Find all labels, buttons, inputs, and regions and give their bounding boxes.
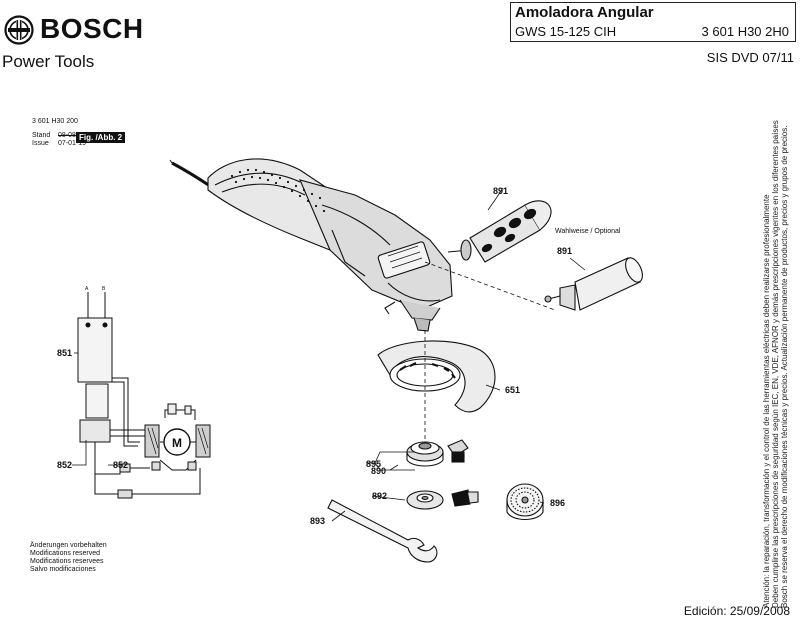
side-note-line-3: Bosch se reserva el derecho de modificac… bbox=[780, 125, 789, 608]
callout-895: 895 bbox=[366, 459, 381, 469]
clamping-nut bbox=[406, 489, 479, 510]
wire-b-label: B bbox=[102, 286, 106, 292]
issue-value: 07-01-19 bbox=[58, 140, 87, 147]
side-handle-optional bbox=[544, 257, 643, 311]
brand-subtitle: Power Tools bbox=[2, 52, 95, 71]
wire-brush-wheel bbox=[506, 483, 544, 521]
angle-grinder-body bbox=[207, 158, 453, 332]
quick-clamping-nut bbox=[447, 439, 469, 463]
figure-badge: Fig. /Abb. 2 bbox=[76, 132, 126, 143]
callout-891-optional: 891 bbox=[557, 246, 572, 256]
change-notice-es: Salvo modificaciones bbox=[30, 566, 96, 573]
callout-851: 851 bbox=[57, 348, 72, 358]
callout-852-right: 852 bbox=[113, 460, 128, 470]
change-notice-fr: Modifications reservees bbox=[30, 558, 104, 565]
callout-852-left: 852 bbox=[57, 460, 72, 470]
motor-symbol-label: M bbox=[172, 436, 182, 450]
brand-name: BOSCH bbox=[40, 13, 144, 44]
optional-note: Wahlweise / Optional bbox=[555, 228, 621, 235]
callout-896: 896 bbox=[550, 498, 565, 508]
change-notice-en: Modifications reserved bbox=[30, 550, 101, 557]
stand-value: 08-08 bbox=[58, 132, 76, 139]
callout-651: 651 bbox=[505, 385, 520, 395]
grip-texture bbox=[230, 168, 326, 213]
model-name: GWS 15-125 CIH bbox=[515, 24, 617, 39]
legal-side-note: Atención: la reparación, transformación … bbox=[762, 88, 798, 608]
issue-label: Issue bbox=[32, 140, 49, 147]
side-handle-standard bbox=[447, 200, 552, 263]
bosch-logo-icon bbox=[4, 15, 34, 45]
stand-label: Stand bbox=[32, 132, 51, 139]
callout-891-standard: 891 bbox=[493, 186, 508, 196]
exploded-view-drawing: 891 891 651 851 852 852 895 890 892 893 … bbox=[57, 158, 643, 563]
wiring-schematic bbox=[77, 292, 211, 499]
side-note-line-1: Atención: la reparación, transformación … bbox=[762, 194, 771, 608]
power-cord bbox=[171, 161, 211, 188]
callout-893: 893 bbox=[310, 516, 325, 526]
wire-a-label: A bbox=[85, 286, 89, 292]
change-notice-de: Änderungen vorbehalten bbox=[30, 542, 107, 549]
mounting-flange bbox=[406, 441, 444, 467]
side-note-line-2: Deben cumplirse las prescripciones de se… bbox=[771, 120, 780, 608]
callout-892: 892 bbox=[372, 491, 387, 501]
edition-date: Edición: 25/09/2008 bbox=[683, 604, 790, 618]
part-number: 3 601 H30 2H0 bbox=[701, 24, 789, 39]
callout-890: 890 bbox=[371, 466, 386, 476]
title-box: Amoladora Angular GWS 15-125 CIH 3 601 H… bbox=[510, 2, 796, 42]
protection-guard bbox=[377, 340, 496, 413]
two-pin-spanner bbox=[327, 499, 438, 563]
document-title: Amoladora Angular bbox=[515, 4, 654, 21]
change-notice: Änderungen vorbehalten Modifications res… bbox=[30, 542, 107, 574]
sis-version: SIS DVD 07/11 bbox=[706, 50, 794, 65]
drawing-number: 3 601 H30 200 bbox=[32, 118, 78, 125]
